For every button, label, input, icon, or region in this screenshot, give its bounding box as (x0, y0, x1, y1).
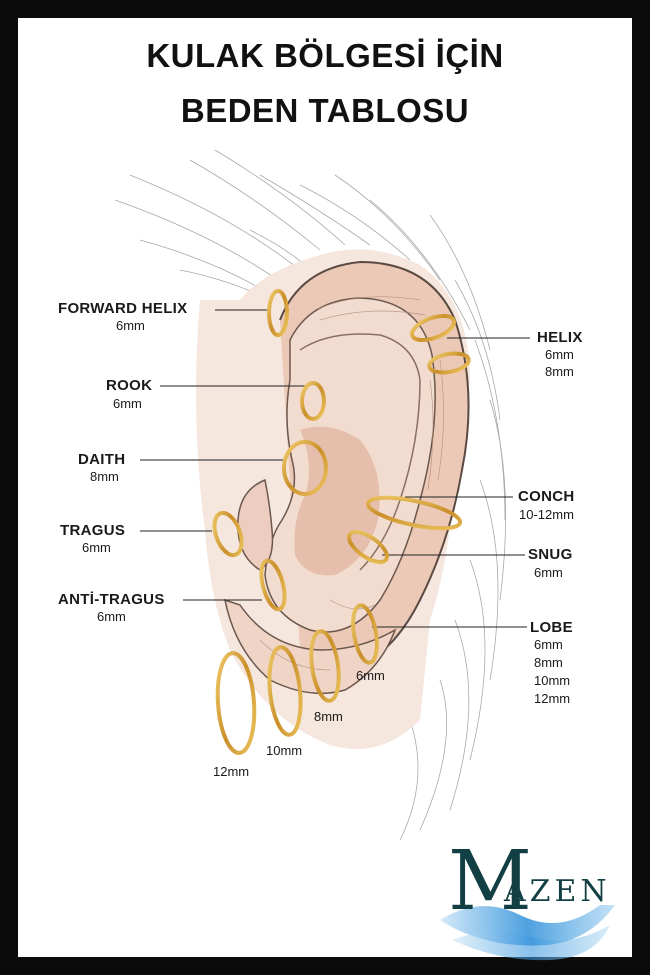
leader-lines (140, 309, 530, 628)
logo-wave (440, 905, 615, 961)
size-lobe-1: 6mm (534, 637, 563, 652)
ring-conch (365, 495, 463, 531)
ring-snug (347, 529, 389, 565)
size-daith: 8mm (90, 469, 119, 484)
title-line-1: KULAK BÖLGESİ İÇİN (146, 37, 504, 74)
ring-forward-helix (267, 289, 289, 337)
rings (212, 289, 471, 755)
size-lobe-2: 8mm (534, 655, 563, 670)
logo-initial: M (448, 834, 532, 929)
logo-wordmark: AZEN (504, 874, 611, 909)
size-forward-helix: 6mm (116, 318, 145, 333)
lobe-ring-label-10mm: 10mm (266, 743, 303, 758)
ring-helix-2 (427, 351, 471, 375)
title-line-2: BEDEN TABLOSU (180, 92, 470, 129)
ear-shape (196, 249, 470, 750)
label-forward-helix: FORWARD HELIX (58, 300, 188, 317)
lobe-ring-label-8mm: 8mm (314, 709, 343, 724)
size-helix-1: 6mm (545, 347, 574, 362)
lobe-ring-label-6mm: 6mm (356, 668, 385, 683)
ring-daith (282, 440, 328, 496)
label-rook: ROOK (106, 377, 153, 394)
size-snug: 6mm (534, 565, 563, 580)
ring-lobe-10mm (267, 645, 303, 737)
ring-rook (300, 381, 326, 421)
size-lobe-3: 10mm (534, 673, 571, 688)
ring-lobe-12mm (215, 651, 257, 755)
lobe-ring-label-12mm: 12mm (213, 764, 250, 779)
size-lobe-4: 12mm (534, 691, 571, 706)
size-conch: 10-12mm (519, 507, 574, 522)
label-conch: CONCH (518, 488, 575, 505)
label-daith: DAITH (78, 451, 126, 468)
hair-strokes (114, 149, 506, 841)
ring-tragus (212, 510, 244, 558)
size-helix-2: 8mm (545, 364, 574, 379)
label-snug: SNUG (528, 546, 573, 563)
label-helix: HELIX (537, 329, 583, 346)
ring-helix-1 (410, 313, 456, 343)
label-lobe: LOBE (530, 619, 573, 636)
ring-anti-tragus (259, 558, 287, 612)
size-tragus: 6mm (82, 540, 111, 555)
label-anti-tragus: ANTİ-TRAGUS (58, 591, 165, 608)
ring-lobe-8mm (309, 629, 341, 703)
size-anti-tragus: 6mm (97, 609, 126, 624)
label-tragus: TRAGUS (60, 522, 126, 539)
brand-logo: M AZEN (440, 834, 620, 957)
size-rook: 6mm (113, 396, 142, 411)
ring-lobe-6mm (351, 603, 379, 665)
